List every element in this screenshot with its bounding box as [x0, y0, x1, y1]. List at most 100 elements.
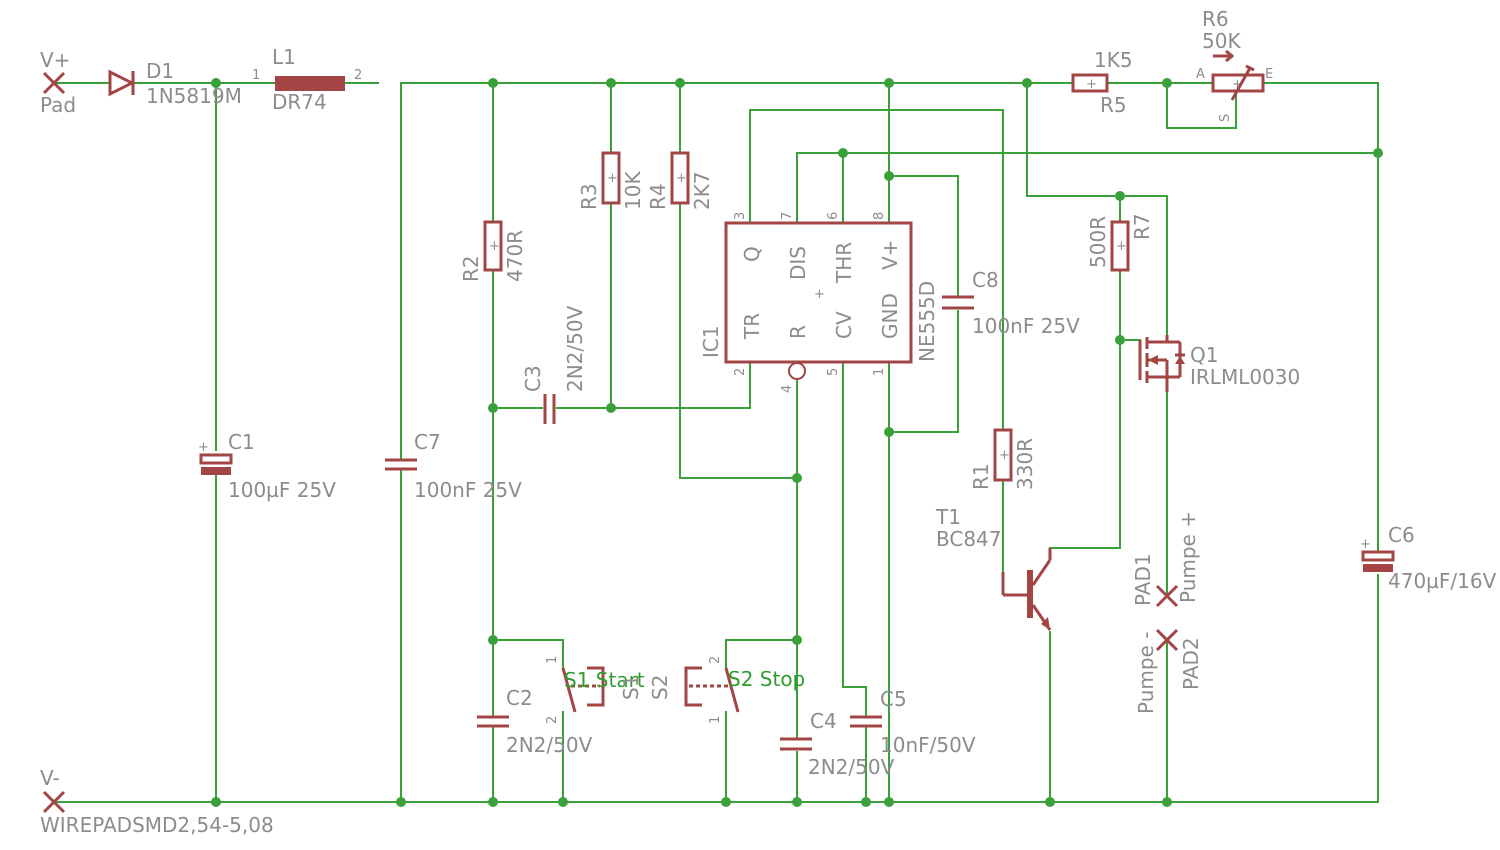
capacitor-polarized-icon	[1361, 550, 1395, 562]
transistor-t1: T1 BC847	[935, 505, 1052, 631]
pad-cross-icon	[1155, 628, 1179, 652]
ic-pin-cv: CV	[832, 311, 856, 339]
c7-value: 100nF 25V	[414, 478, 522, 502]
ic-pin-dis: DIS	[786, 246, 810, 280]
c6-name: C6	[1388, 523, 1415, 547]
diode-d1: D1 1N5819M	[108, 59, 242, 108]
resistor-icon	[483, 220, 503, 272]
t1-value: BC847	[936, 527, 1002, 551]
wires	[55, 82, 1379, 803]
r2-name: R2	[459, 255, 483, 282]
svg-text:+: +	[1360, 537, 1371, 552]
svg-text:+: +	[676, 171, 687, 186]
pushbutton-icon	[724, 667, 740, 713]
c8-name: C8	[972, 268, 999, 292]
resistor-icon	[1110, 220, 1130, 272]
inductor-l1: L1 DR74 1 2	[252, 45, 362, 114]
s1-name: S1 Start	[564, 668, 645, 692]
r1-name: R1	[969, 463, 993, 490]
c4-name: C4	[810, 709, 837, 733]
switch-s1: S1 Start S1 1 2	[545, 656, 645, 724]
s2-pin1: 1	[708, 716, 723, 724]
r6-pin-s: S	[1218, 114, 1233, 122]
c5-name: C5	[880, 687, 907, 711]
ic-pin-gnd: GND	[878, 293, 902, 339]
capacitor-polarized-icon	[199, 453, 233, 465]
svg-text:+: +	[489, 239, 500, 254]
r6-pin-a: A	[1196, 67, 1205, 82]
ic1-name: IC1	[699, 325, 723, 358]
svg-text:+: +	[607, 171, 618, 186]
ic-pinnum-3: 3	[733, 212, 748, 220]
r7-name: R7	[1130, 213, 1154, 240]
arrow-right-icon	[1213, 49, 1235, 63]
c6-value: 470µF/16V	[1388, 569, 1497, 593]
ic-reset-bubble	[788, 362, 806, 380]
resistor-r1: + R1 330R	[969, 428, 1037, 490]
ic1-value: NE555D	[915, 281, 939, 362]
r7-value: 500R	[1086, 216, 1110, 268]
r2-value: 470R	[503, 230, 527, 282]
svg-text:+: +	[198, 440, 209, 455]
capacitor-c5: C5 10nF/50V	[850, 687, 976, 757]
resistor-icon	[993, 428, 1013, 482]
resistor-r7: + 500R R7	[1086, 213, 1154, 272]
l1-name: L1	[272, 45, 296, 69]
ic-pinnum-2: 2	[733, 368, 748, 376]
ic-center-mark: +	[814, 287, 825, 302]
c2-value: 2N2/50V	[506, 733, 593, 757]
q1-value: IRLML0030	[1190, 365, 1300, 389]
ic-pinnum-8: 8	[872, 212, 887, 220]
vminus-name: V-	[40, 766, 60, 790]
pad1-value: Pumpe +	[1176, 511, 1200, 603]
s1-pin2: 2	[545, 716, 560, 724]
capacitor-c1: + C1 100µF 25V	[198, 430, 336, 502]
l1-value: DR74	[272, 90, 327, 114]
junction-dots	[211, 78, 1383, 807]
resistor-r4: + R4 2K7	[646, 151, 714, 210]
r5-name: R5	[1100, 93, 1127, 117]
l1-pin1: 1	[252, 68, 260, 83]
svg-text:+: +	[1116, 239, 1127, 254]
c1-name: C1	[228, 430, 255, 454]
r6-pin-e: E	[1265, 67, 1273, 82]
ic-pinnum-5: 5	[826, 368, 841, 376]
s1-name-rotated: S1	[619, 675, 643, 700]
diode-icon	[108, 69, 136, 97]
capacitor-c8: C8 100nF 25V	[942, 268, 1080, 338]
l1-pin2: 2	[354, 68, 362, 83]
ic-pin-vplus: V+	[878, 240, 902, 270]
vminus-value: WIREPADSMD2,54-5,08	[40, 813, 274, 837]
pad2-value: Pumpe -	[1134, 632, 1158, 714]
c5-value: 10nF/50V	[880, 733, 976, 757]
inductor-icon	[275, 76, 345, 91]
t1-name: T1	[935, 505, 961, 529]
svg-text:+: +	[1232, 77, 1243, 92]
resistor-icon	[1071, 73, 1109, 93]
resistor-r3: + R3 10K	[577, 151, 645, 210]
ic-pinnum-7: 7	[780, 212, 795, 220]
r1-value: 330R	[1013, 438, 1037, 490]
r3-value: 10K	[621, 171, 645, 210]
r6-value: 50K	[1202, 29, 1241, 53]
ic-pinnum-4: 4	[780, 385, 795, 393]
ic-pinnum-6: 6	[826, 212, 841, 220]
r6-name: R6	[1202, 7, 1229, 31]
capacitor-c4: C4 2N2/50V	[780, 709, 895, 779]
pad2-name: PAD2	[1179, 637, 1203, 690]
ic-pinnum-1: 1	[872, 368, 887, 376]
resistor-r5: + 1K5 R5	[1071, 48, 1133, 117]
c4-value: 2N2/50V	[808, 755, 895, 779]
vplus-value: Pad	[40, 93, 76, 117]
switch-s2: S2 Stop S2 2 1	[648, 656, 805, 724]
ic-pin-thr: THR	[832, 242, 856, 284]
vminus-pad: V- WIREPADSMD2,54-5,08	[40, 766, 274, 837]
q1-name: Q1	[1190, 343, 1218, 367]
r4-name: R4	[646, 183, 670, 210]
c1-value: 100µF 25V	[228, 478, 336, 502]
svg-text:+: +	[1086, 77, 1097, 92]
s1-pin1: 1	[545, 656, 560, 664]
vplus-name: V+	[40, 48, 70, 72]
c7-name: C7	[414, 430, 441, 454]
